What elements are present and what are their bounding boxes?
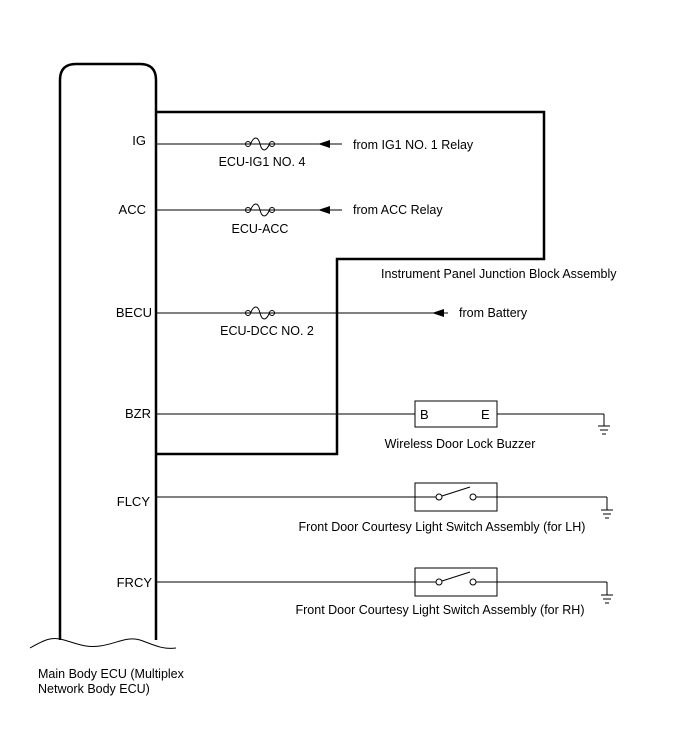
becu-arrow [432, 309, 444, 317]
terminal-ig-label: IG [132, 133, 146, 148]
ig-arrow [318, 140, 330, 148]
acc-arrow [318, 206, 330, 214]
ecu-name-line2: Network Body ECU) [38, 682, 150, 696]
fuse-acc-symbol [245, 203, 275, 217]
terminal-flcy-label: FLCY [117, 494, 151, 509]
switch-rh-ground-icon [601, 582, 613, 604]
terminal-frcy-label: FRCY [117, 575, 153, 590]
switch-lh-ground-icon [601, 497, 613, 519]
buzzer-pin-e: E [481, 407, 490, 422]
source-ig-label: from IG1 NO. 1 Relay [353, 138, 474, 152]
fuse-becu-label: ECU-DCC NO. 2 [220, 324, 314, 338]
fuse-ig-label: ECU-IG1 NO. 4 [219, 155, 306, 169]
fuse-becu-symbol [245, 306, 275, 320]
switch-rh-icon [415, 571, 497, 586]
fuse-acc-label: ECU-ACC [232, 222, 289, 236]
ecu-outline [58, 62, 158, 640]
junction-block-label: Instrument Panel Junction Block Assembly [381, 267, 617, 281]
ecu-break-line [29, 637, 177, 649]
source-acc-label: from ACC Relay [353, 203, 443, 217]
terminal-becu-label: BECU [116, 305, 152, 320]
switch-rh-label: Front Door Courtesy Light Switch Assembl… [296, 603, 585, 617]
buzzer-pin-b: B [420, 407, 429, 422]
switch-lh-icon [415, 486, 497, 501]
switch-lh-label: Front Door Courtesy Light Switch Assembl… [299, 520, 586, 534]
fuse-ig-symbol [245, 137, 275, 151]
ecu-name-line1: Main Body ECU (Multiplex [38, 667, 185, 681]
source-becu-label: from Battery [459, 306, 528, 320]
junction-block-outline [156, 110, 546, 456]
buzzer-label: Wireless Door Lock Buzzer [385, 437, 536, 451]
terminal-acc-label: ACC [119, 202, 146, 217]
buzzer-ground-icon [598, 414, 610, 435]
terminal-bzr-label: BZR [125, 406, 151, 421]
